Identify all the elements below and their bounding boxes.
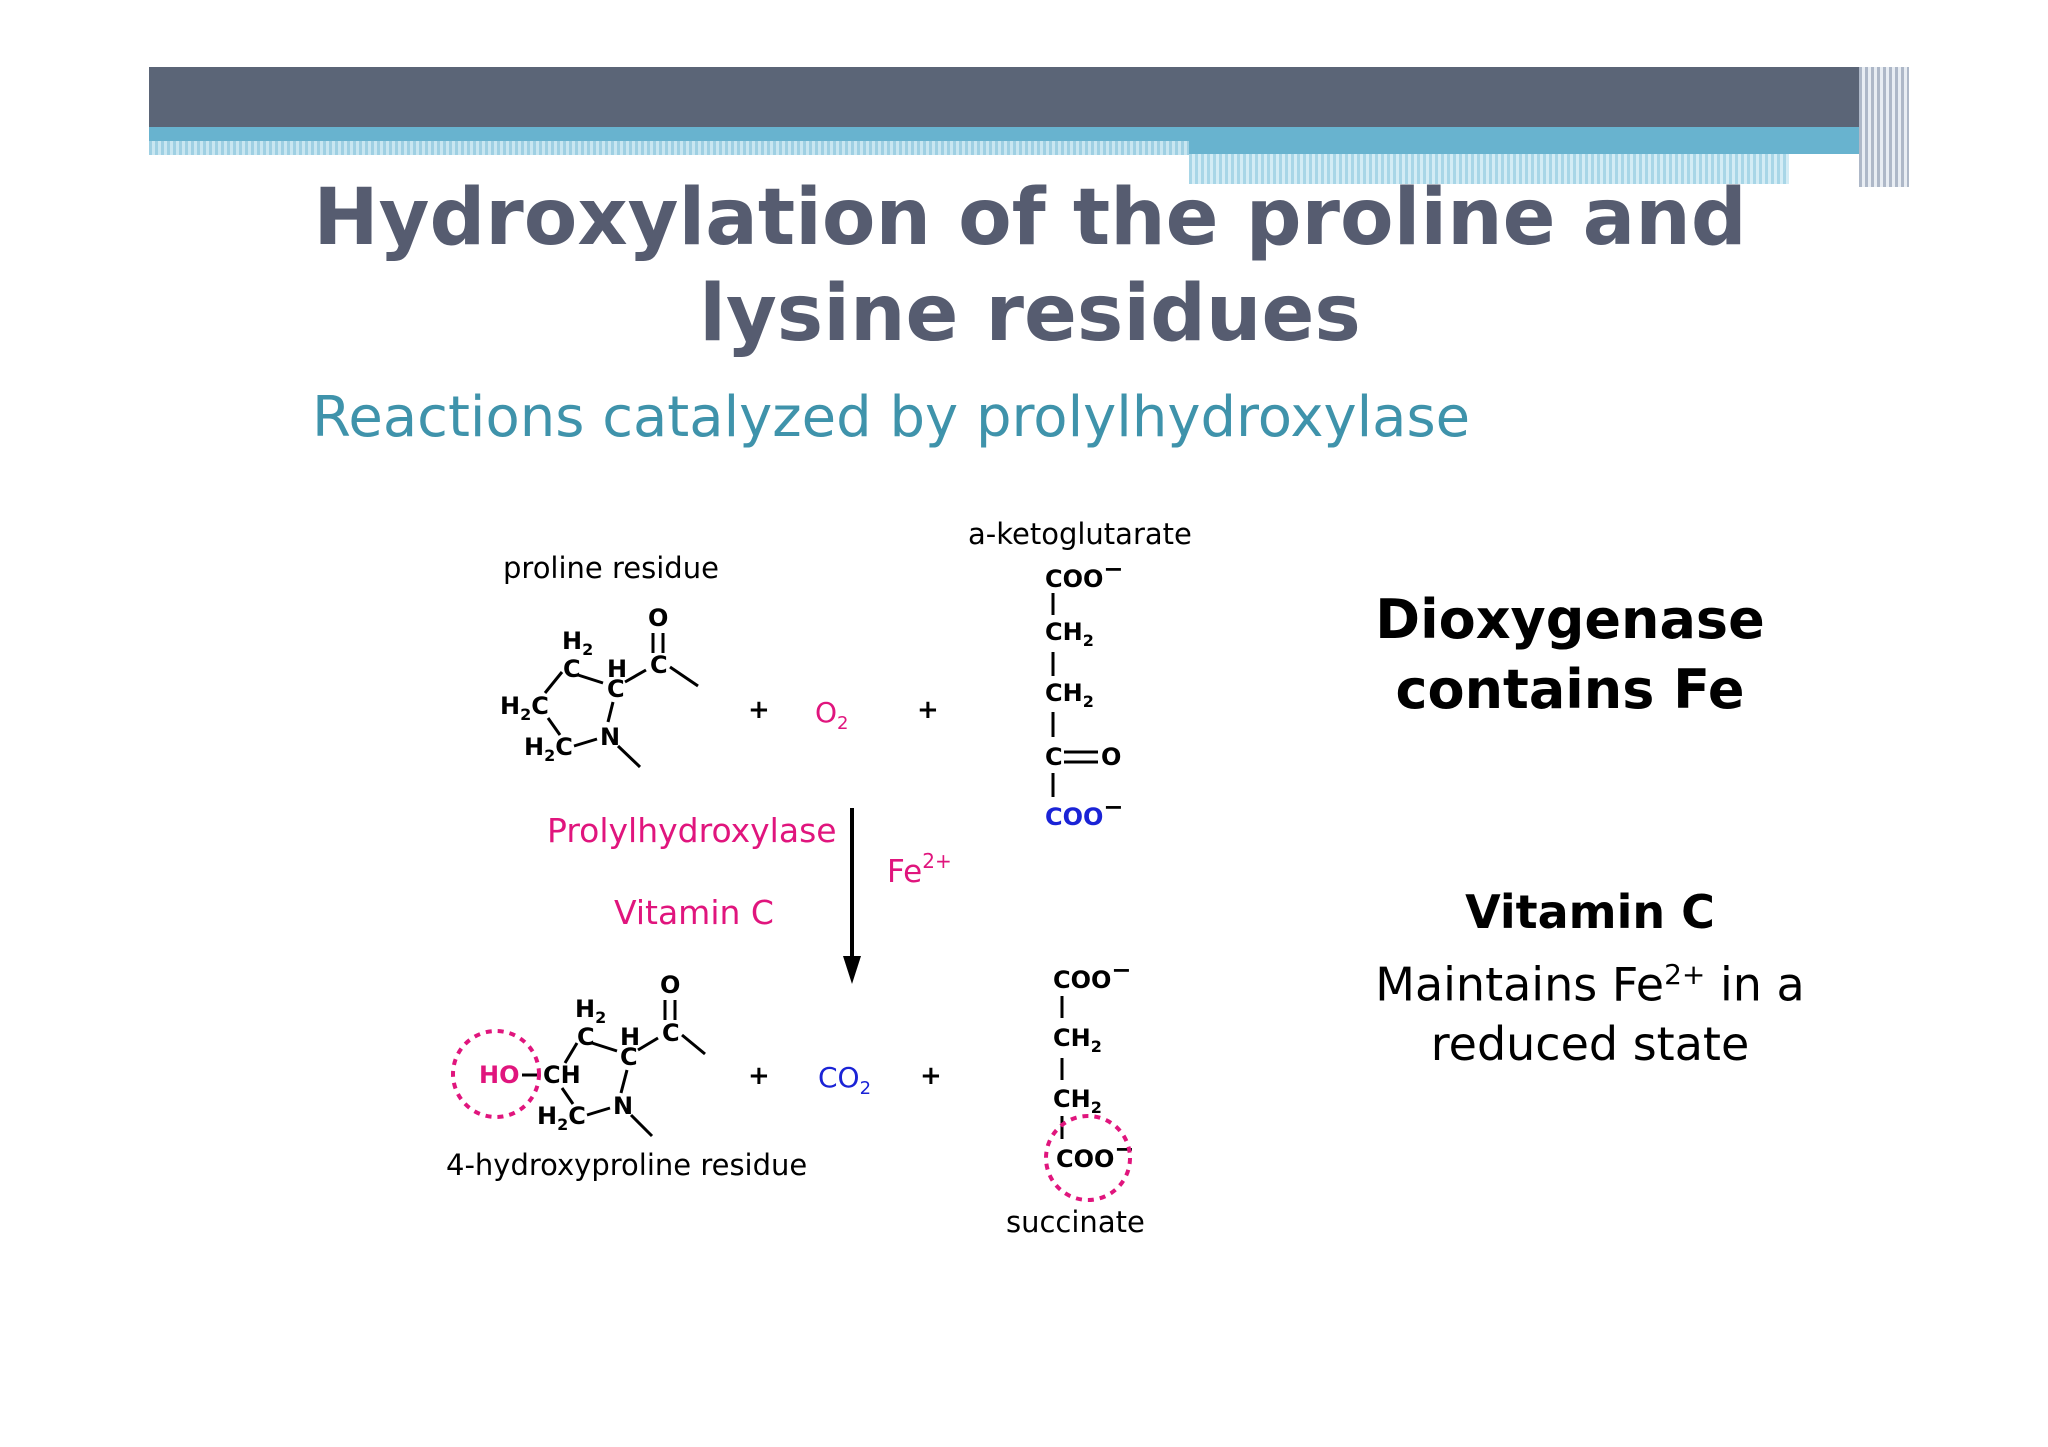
plus-1: + bbox=[748, 695, 770, 725]
atom-h2c-bottom: H2C bbox=[524, 733, 573, 765]
prod-atom-n: N bbox=[613, 1092, 633, 1120]
akg-coo-top: COO− bbox=[1045, 555, 1124, 593]
atom-o: O bbox=[648, 604, 668, 632]
header-bar-pattern bbox=[149, 141, 1189, 155]
reduced-state-line: reduced state bbox=[1430, 1017, 1750, 1072]
prod-atom-ch: CH bbox=[543, 1061, 581, 1089]
atom-h-alpha: H bbox=[607, 655, 627, 683]
akg-coo-bottom: COO− bbox=[1045, 793, 1124, 831]
dioxygenase-line: Dioxygenase bbox=[1375, 588, 1765, 651]
succ-ch2-2: CH2 bbox=[1053, 1085, 1102, 1117]
hydroxyproline-label: 4-hydroxyproline residue bbox=[446, 1148, 807, 1182]
succinate-label: succinate bbox=[1006, 1205, 1145, 1239]
vitamin-c-label: Vitamin C bbox=[614, 893, 774, 932]
vitamin-c-note: Maintains Fe2+ in a reduced state bbox=[1340, 945, 1840, 1074]
ketoglutarate-structure: a-ketoglutarate COO− CH2 CH2 C O COO− bbox=[968, 517, 1192, 831]
prod-hydroxyl: HO bbox=[479, 1061, 520, 1089]
akg-c-ketone: C bbox=[1045, 743, 1063, 771]
enzyme-label: Prolylhydroxylase bbox=[547, 811, 837, 850]
dioxygenase-note: Dioxygenase contains Fe bbox=[1350, 585, 1790, 725]
succ-ch2-1: CH2 bbox=[1053, 1024, 1102, 1056]
fe-label: Fe2+ bbox=[887, 849, 952, 890]
akg-ch2-1: CH2 bbox=[1045, 618, 1094, 650]
succ-coo-bottom: COO− bbox=[1056, 1135, 1135, 1173]
maintains-line: Maintains Fe2+ in a bbox=[1375, 957, 1805, 1012]
reaction-arrowhead bbox=[843, 956, 861, 984]
prod-atom-h2c-bottom: H2C bbox=[537, 1102, 586, 1134]
atom-c-carbonyl: C bbox=[650, 651, 668, 679]
vitamin-c-heading: Vitamin C bbox=[1465, 885, 1715, 939]
prod-atom-c-top: C bbox=[577, 1023, 595, 1051]
proline-structure: proline residue O C H2 C H C H2C H2C N bbox=[500, 551, 719, 769]
contains-fe-line: contains Fe bbox=[1395, 658, 1745, 721]
hydroxyl-highlight-circle bbox=[451, 1029, 541, 1119]
slide-title: Hydroxylation of the proline and lysine … bbox=[313, 173, 1747, 359]
atom-h2-top: H2 bbox=[562, 627, 593, 659]
prod-atom-h-alpha: H bbox=[620, 1023, 640, 1051]
header-bar-dark bbox=[149, 67, 1859, 127]
prod-atom-h2-top: H2 bbox=[575, 995, 606, 1027]
prod-atom-o: O bbox=[660, 971, 680, 999]
o2-label: O2 bbox=[815, 696, 849, 734]
proline-label: proline residue bbox=[503, 551, 719, 585]
atom-h2c-left: H2C bbox=[500, 692, 549, 724]
atom-c-top: C bbox=[563, 655, 581, 683]
atom-c-alpha: C bbox=[607, 675, 625, 703]
header-bar-pattern-right bbox=[1189, 154, 1789, 184]
succ-coo-top: COO− bbox=[1053, 956, 1132, 994]
akg-ch2-2: CH2 bbox=[1045, 679, 1094, 711]
plus-3: + bbox=[748, 1061, 770, 1091]
plus-2: + bbox=[917, 695, 939, 725]
akg-o-ketone: O bbox=[1101, 743, 1121, 771]
slide-subtitle: Reactions catalyzed by prolylhydroxylase bbox=[312, 385, 1471, 450]
atom-n: N bbox=[600, 723, 620, 751]
prod-atom-c-carbonyl: C bbox=[662, 1019, 680, 1047]
prod-atom-c-alpha: C bbox=[620, 1043, 638, 1071]
co2-label: CO2 bbox=[818, 1061, 871, 1099]
succinate-structure: COO− CH2 CH2 COO− succinate bbox=[1006, 956, 1145, 1239]
akg-label: a-ketoglutarate bbox=[968, 517, 1192, 551]
succinate-highlight-circle bbox=[1044, 1114, 1132, 1202]
header-bar-end bbox=[1859, 67, 1909, 187]
plus-4: + bbox=[920, 1061, 942, 1091]
hydroxyproline-structure: O C H2 C H C HO CH H2C N 4-hydroxyprolin… bbox=[446, 971, 807, 1182]
